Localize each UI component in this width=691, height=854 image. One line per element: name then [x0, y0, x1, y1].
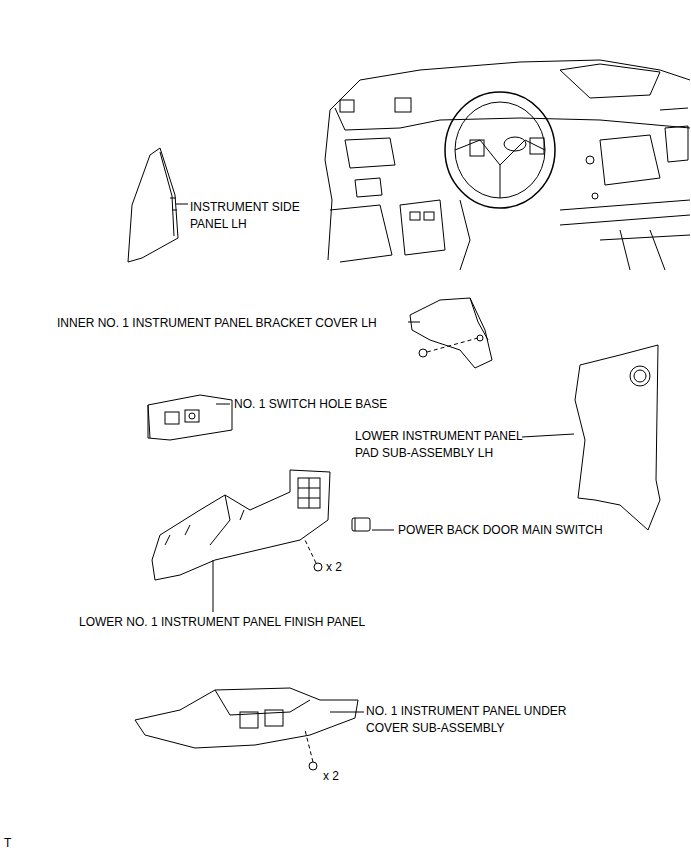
part-name: INNER NO. 1 INSTRUMENT PANEL BRACKET COV…: [57, 315, 377, 332]
leader-line: [176, 204, 188, 205]
leader-line: [372, 530, 394, 531]
part-name: LOWER NO. 1 INSTRUMENT PANEL FINISH PANE…: [79, 614, 365, 631]
leader-line: [216, 404, 230, 405]
part-name: POWER BACK DOOR MAIN SWITCH: [398, 522, 603, 539]
switch-hole-base-part: [148, 395, 232, 440]
quantity-label: x 2: [326, 559, 342, 576]
part-name: INSTRUMENT SIDE PANEL LH: [190, 199, 302, 233]
dashboard-view: [325, 60, 690, 270]
bracket-cover-part: [410, 298, 492, 368]
part-name: NO. 1 SWITCH HOLE BASE: [234, 396, 387, 413]
part-name: LOWER INSTRUMENT PANEL PAD SUB-ASSEMBLY …: [355, 428, 525, 462]
part-name: NO. 1 INSTRUMENT PANEL UNDER COVER SUB-A…: [366, 703, 569, 737]
leader-line: [522, 434, 574, 437]
quantity-label: T: [4, 835, 11, 852]
switch-part: [352, 518, 370, 531]
pad-part: [575, 345, 660, 530]
leader-line: [213, 560, 214, 612]
quantity-label: x 2: [323, 768, 339, 785]
leader-line: [408, 322, 420, 323]
leader-line: [330, 712, 364, 713]
finish-panel-part: [152, 470, 330, 580]
side-panel-part: [128, 148, 178, 262]
under-cover-part: [135, 688, 358, 770]
